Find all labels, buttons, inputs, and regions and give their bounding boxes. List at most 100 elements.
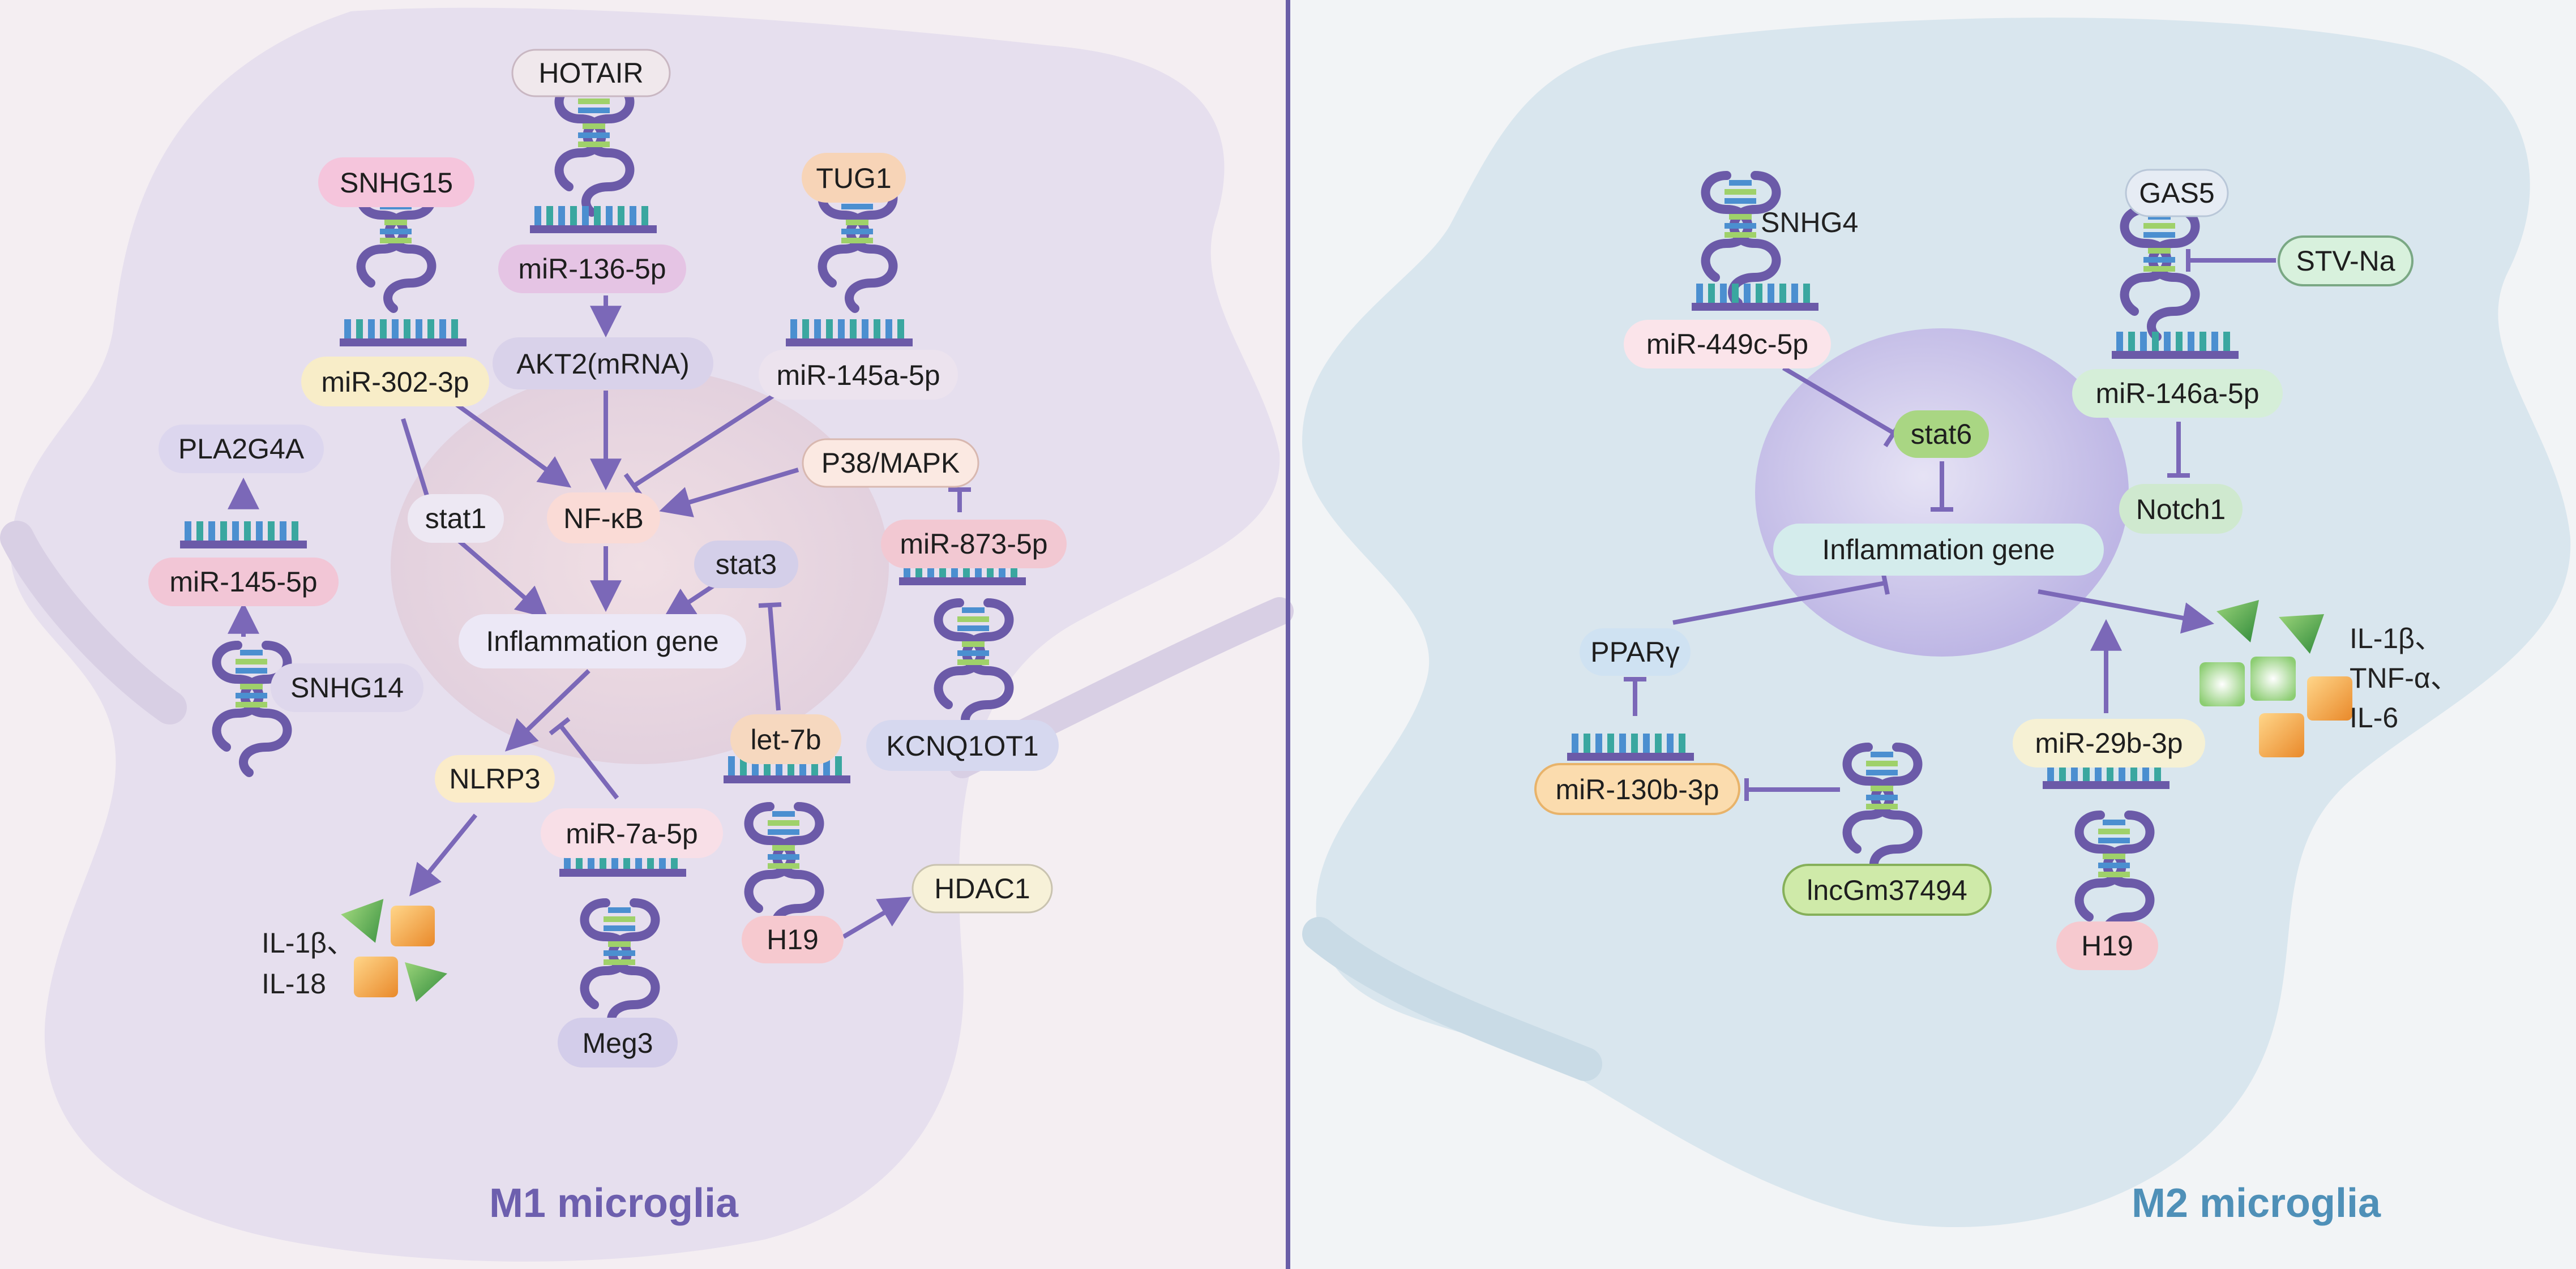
m2-node-lnc: lncGm37494 (1782, 864, 1992, 916)
node-label: stat1 (425, 503, 486, 534)
m1-node-mir873: miR-873-5p (881, 520, 1067, 568)
inhibit-mir449-stat6 (1782, 366, 1895, 435)
m1-node-mir136: miR-136-5p (498, 245, 686, 293)
cytokine-square-icon (2200, 662, 2245, 706)
m1-node-hotair: HOTAIR (511, 49, 671, 97)
node-label: Meg3 (582, 1027, 653, 1059)
cytokine-triangle-icon (405, 962, 447, 1002)
m2-node-snhg4: SNHG4 (1761, 207, 1858, 238)
node-label: miR-7a-5p (566, 818, 698, 850)
m1-node-mir7a: miR-7a-5p (541, 808, 723, 858)
m2-node-notch1: Notch1 (2119, 484, 2243, 534)
arrow-nlrp3-to-cytokines (409, 813, 478, 897)
node-label: lncGm37494 (1807, 874, 1967, 906)
m1-node-nlrp3: NLRP3 (435, 755, 555, 803)
node-label: NLRP3 (449, 763, 540, 795)
m1-node-mir145a: miR-145a-5p (759, 350, 958, 400)
arrow-h19-to-hdac1 (842, 897, 912, 939)
cytokine-label: IL-6 (2350, 702, 2398, 734)
cytokine-triangle-icon (2279, 614, 2324, 654)
node-label: NF-κB (563, 503, 644, 534)
m1-node-akt2: AKT2(mRNA) (493, 337, 713, 389)
inhibit-mir145a-nfkb (632, 388, 783, 488)
cytokine-square-icon (2250, 657, 2296, 701)
m2-node-inflam: Inflammation gene (1773, 524, 2104, 576)
m1-node-mir145: miR-145-5p (148, 558, 339, 606)
node-label: miR-29b-3p (2035, 727, 2183, 759)
m1-node-stat1: stat1 (408, 494, 504, 543)
m2-panel-title: M2 microglia (2132, 1181, 2381, 1226)
m2-cell-process (1302, 917, 1602, 1081)
cytokine-label: IL-1β、 (2350, 623, 2443, 654)
node-label: Notch1 (2136, 494, 2226, 525)
cytokine-square-icon (2307, 676, 2352, 721)
node-label: H19 (767, 924, 819, 955)
arrow-inflam-to-cytokines (2038, 589, 2215, 634)
cytokine-label: IL-18 (262, 968, 326, 1000)
m2-node-stat6: stat6 (1894, 410, 1989, 458)
node-label: stat6 (1911, 418, 1972, 450)
m1-node-meg3: Meg3 (558, 1018, 678, 1067)
arrow-inflam-to-nlrp3 (504, 669, 590, 752)
cytokine-label: TNF-α、 (2350, 662, 2459, 694)
node-label: AKT2(mRNA) (516, 348, 690, 380)
m1-arrows (228, 295, 971, 939)
cytokine-label: IL-1β、 (262, 927, 355, 959)
m1-node-kcnq: KCNQ1OT1 (866, 720, 1059, 771)
m2-node-stvna: STV-Na (2278, 235, 2414, 286)
node-label: KCNQ1OT1 (886, 730, 1039, 762)
m2-cytokine-cluster: IL-1β、 TNF-α、 IL-6 (2200, 600, 2459, 757)
inhibit-mir302-stat1 (401, 418, 433, 508)
inhibit-mir7a-inflam-path (558, 724, 619, 800)
node-label: Inflammation gene (1822, 534, 2055, 565)
inhibit-bar (758, 602, 782, 608)
node-label: P38/MAPK (821, 447, 960, 479)
cytokine-triangle-icon (2216, 600, 2259, 642)
cytokine-square-icon (391, 906, 435, 946)
m1-node-hdac1: HDAC1 (912, 864, 1053, 914)
m1-cytokine-cluster: IL-1β、 IL-18 (262, 899, 447, 1002)
node-label: miR-302-3p (321, 366, 469, 398)
arrow-stat1-to-inflam (457, 538, 549, 619)
node-label: Inflammation gene (486, 625, 718, 657)
node-label: HOTAIR (538, 57, 643, 89)
m1-node-pla2g4a: PLA2G4A (159, 425, 324, 473)
node-label: PPARγ (1590, 636, 1679, 668)
node-label: PLA2G4A (178, 433, 305, 465)
node-label: miR-873-5p (900, 528, 1047, 560)
m1-node-h19: H19 (742, 916, 844, 963)
node-label: miR-145a-5p (776, 359, 940, 391)
m1-node-p38: P38/MAPK (802, 438, 979, 488)
arrow-mir302-to-nfkb (451, 400, 572, 488)
cytokine-triangle-icon (341, 899, 384, 943)
node-label: miR-449c-5p (1646, 328, 1808, 360)
node-label: miR-145-5p (169, 566, 317, 598)
node-label: H19 (2081, 930, 2133, 962)
m1-cell-process (0, 521, 187, 724)
node-label: let-7b (750, 724, 821, 756)
m2-node-mir29: miR-29b-3p (2013, 719, 2205, 768)
m1-node-inflam: Inflammation gene (459, 614, 746, 668)
node-label: STV-Na (2296, 245, 2395, 277)
inhibit-bar (549, 717, 571, 736)
arrow-p38-to-nfkb (659, 468, 799, 518)
node-label: SNHG15 (340, 167, 453, 199)
m2-node-mir130: miR-130b-3p (1534, 763, 1740, 815)
m2-node-h19: H19 (2056, 921, 2158, 970)
cytokine-square-icon (354, 957, 398, 997)
node-label: miR-130b-3p (1555, 774, 1719, 805)
m1-nucleus (391, 368, 889, 764)
node-label: GAS5 (2139, 177, 2214, 209)
m2-arrows (1624, 249, 2276, 801)
node-label: miR-136-5p (518, 253, 666, 285)
m1-node-let7b: let-7b (730, 714, 841, 764)
cytokine-square-icon (2259, 713, 2304, 757)
node-label: TUG1 (816, 162, 891, 194)
m1-node-nfkb: NF-κB (547, 492, 660, 543)
m1-node-snhg15: SNHG15 (318, 157, 474, 207)
m2-node-gas5: GAS5 (2125, 169, 2229, 217)
arrow-stat3-to-inflam (662, 584, 715, 620)
m2-node-mir146: miR-146a-5p (2072, 369, 2283, 418)
inhibit-let7b-stat3 (768, 605, 781, 711)
